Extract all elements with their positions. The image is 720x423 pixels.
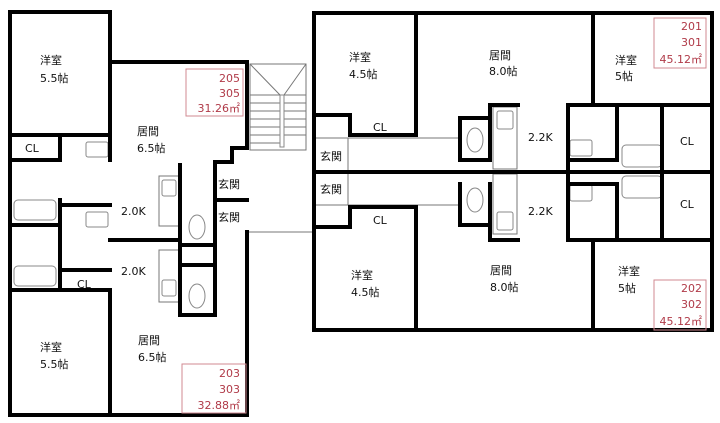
walls	[8, 10, 714, 417]
room-name: 洋室	[40, 53, 62, 67]
room-name: 洋室	[40, 340, 62, 354]
unit-number: 203	[219, 367, 240, 380]
unit-area: 31.26㎡	[198, 102, 241, 115]
sink	[496, 110, 514, 130]
unit-202-302: 洋室 4.5帖 CL 玄関 居間 8.0帖 2.2K 洋室 5帖 CL 202 …	[320, 182, 707, 331]
room-size: 5.5帖	[40, 72, 69, 85]
room-size: 8.0帖	[490, 281, 519, 294]
washbasin	[569, 139, 593, 157]
unit-203-303: 洋室 5.5帖 CL 居間 6.5帖 2.0K 玄関 203 303 32.88…	[40, 210, 247, 414]
sink	[496, 211, 514, 231]
unit-area: 32.88㎡	[198, 399, 241, 412]
entrance-label: 玄関	[320, 149, 342, 163]
unit-number: 202	[681, 282, 702, 295]
room-name: 洋室	[351, 268, 373, 282]
bathtub	[13, 265, 57, 287]
unit-area: 45.12㎡	[660, 315, 703, 328]
sink	[161, 179, 177, 197]
closet-label: CL	[77, 278, 92, 291]
unit-info-box	[181, 363, 247, 414]
unit-205-305: 洋室 5.5帖 CL 居間 6.5帖 2.0K 玄関 205 305 31.26…	[25, 53, 244, 218]
closet-label: CL	[680, 198, 695, 211]
unit-info-box	[653, 279, 707, 331]
entrance-label: 玄関	[320, 182, 342, 196]
closet-label: CL	[680, 135, 695, 148]
room-name: 居間	[489, 49, 511, 62]
room-size: 4.5帖	[351, 286, 380, 299]
kitchen-label: 2.2K	[528, 205, 553, 218]
room-size: 6.5帖	[138, 351, 167, 364]
unit-number: 301	[681, 36, 702, 49]
unit-number: 303	[219, 383, 240, 396]
staircase	[249, 63, 307, 151]
room-size: 5帖	[618, 282, 636, 295]
sink	[161, 279, 177, 297]
washbasin	[85, 211, 109, 228]
closet-label: CL	[25, 142, 40, 155]
room-name: 居間	[490, 264, 512, 277]
unit-info-box	[653, 17, 707, 69]
bathtub	[13, 199, 57, 221]
closet-label: CL	[373, 214, 388, 227]
unit-201-301: 洋室 4.5帖 CL 玄関 居間 8.0帖 2.2K 洋室 5帖 CL 201 …	[320, 17, 707, 163]
entrance-label: 玄関	[218, 210, 240, 224]
room-name: 洋室	[349, 50, 371, 64]
kitchen-label: 2.0K	[121, 265, 146, 278]
room-name: 居間	[138, 334, 160, 347]
room-name: 居間	[137, 125, 159, 138]
toilet	[466, 187, 484, 213]
room-size: 5帖	[615, 70, 633, 83]
room-name: 洋室	[618, 264, 640, 278]
kitchen-label: 2.0K	[121, 205, 146, 218]
room-size: 4.5帖	[349, 68, 378, 81]
unit-number: 302	[681, 298, 702, 311]
bathtub	[621, 144, 663, 168]
toilet	[188, 283, 206, 309]
unit-area: 45.12㎡	[660, 53, 703, 66]
toilet	[188, 214, 206, 240]
closet-label: CL	[373, 121, 388, 134]
toilet	[466, 127, 484, 153]
room-size: 6.5帖	[137, 142, 166, 155]
room-size: 8.0帖	[489, 65, 518, 78]
bathtub	[621, 175, 663, 199]
unit-number: 201	[681, 20, 702, 33]
room-name: 洋室	[615, 53, 637, 67]
washbasin	[569, 184, 593, 202]
unit-info-box	[185, 68, 244, 117]
room-size: 5.5帖	[40, 358, 69, 371]
kitchen-label: 2.2K	[528, 131, 553, 144]
washbasin	[85, 141, 109, 158]
unit-number: 305	[219, 87, 240, 100]
entrance-label: 玄関	[218, 177, 240, 191]
unit-number: 205	[219, 72, 240, 85]
